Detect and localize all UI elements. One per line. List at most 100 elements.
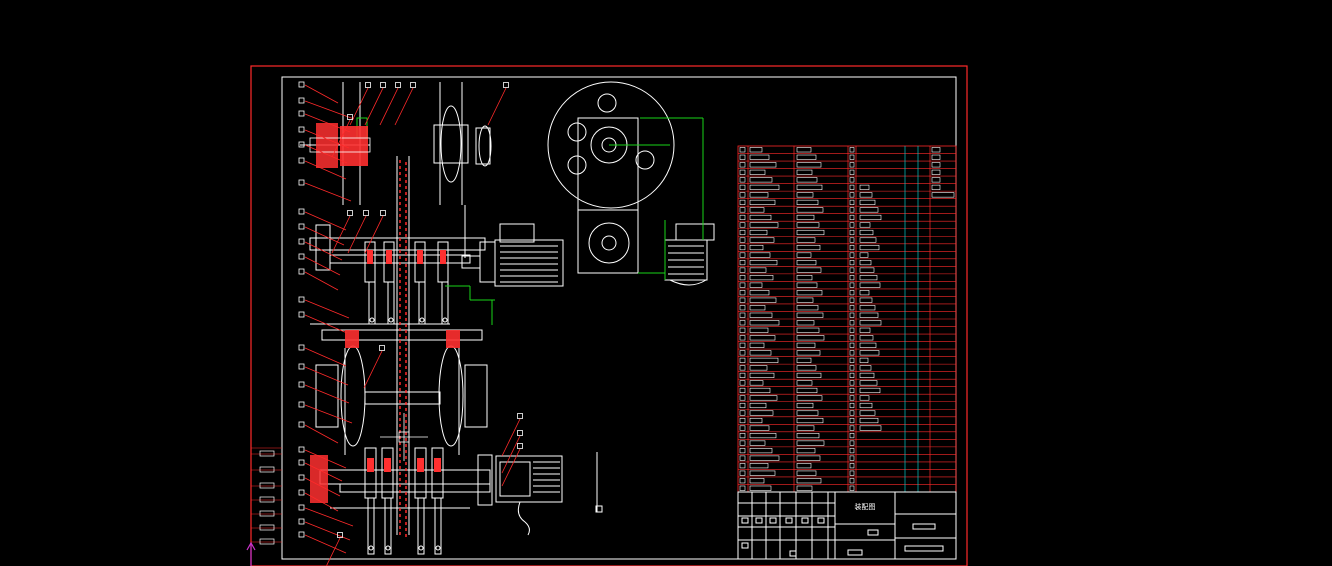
part-number-box (298, 179, 305, 186)
tb-cell (769, 517, 777, 524)
tb-cell (867, 529, 879, 536)
bom-cell (739, 463, 746, 469)
bom-cell (739, 222, 746, 228)
wheel-hole (567, 122, 587, 142)
side-motor-cap (675, 223, 715, 241)
lower-arm (414, 447, 427, 499)
rod-pin (419, 317, 425, 323)
leader-line (501, 418, 521, 457)
leader-line (304, 113, 351, 133)
bom-cell (749, 372, 775, 378)
bom-cell (749, 433, 777, 439)
part-number-box (347, 210, 353, 216)
bom-cell (739, 237, 746, 243)
bom-cell (739, 207, 746, 213)
part-number-box (298, 311, 305, 318)
lower-motor-body (495, 455, 563, 503)
bom-cell (739, 162, 746, 168)
bom-cell (859, 297, 873, 303)
bom-cell (849, 440, 855, 446)
part-number-box (298, 504, 305, 511)
hatched-collar (417, 458, 424, 472)
bom-cell (749, 184, 780, 190)
left-pulley-housing (315, 364, 339, 428)
bom-cell (796, 402, 814, 409)
rod-pin (369, 317, 375, 323)
part-number-box (298, 97, 305, 104)
large-wheel (547, 81, 675, 209)
bom-cell (849, 335, 855, 341)
leader-line (304, 241, 343, 261)
ucs-icon (246, 541, 256, 566)
bom-cell (796, 425, 815, 431)
margin-label (259, 450, 275, 457)
margin-label (259, 510, 275, 517)
title-block-border (737, 491, 957, 560)
part-number-box (410, 82, 416, 88)
bom-cell (859, 365, 872, 371)
bom-cell (749, 275, 774, 281)
bom-cell (849, 229, 855, 236)
bom-cell (749, 440, 766, 446)
bom-cell (749, 192, 769, 198)
bom-cell (739, 478, 746, 484)
bom-cell (749, 214, 772, 221)
bom-cell (739, 297, 746, 303)
lower-rod (434, 497, 442, 555)
bom-cell (749, 327, 769, 333)
bom-cell (849, 275, 855, 281)
bom-cell (849, 357, 855, 363)
bom-cell (931, 154, 941, 160)
margin-label (259, 466, 275, 473)
bom-cell (749, 199, 776, 205)
bom-cell (749, 463, 769, 469)
bom-cell (849, 244, 855, 251)
part-number-box (298, 126, 305, 133)
drawing-border-inner (281, 76, 957, 560)
tb-cell (847, 549, 863, 556)
part-number-box (395, 82, 401, 88)
bom-cell (749, 448, 773, 454)
bom-cell (796, 335, 825, 341)
bom-cell (796, 448, 816, 454)
bom-cell (849, 320, 855, 326)
bom-cell (796, 297, 814, 303)
bom-cell (859, 267, 875, 273)
leader-line (304, 449, 347, 469)
crosshair-icon (380, 413, 428, 461)
bom-cell (796, 169, 813, 175)
bom-cell (796, 357, 812, 363)
bom-cell (739, 169, 746, 175)
bom-cell (739, 485, 746, 491)
bom-cell (749, 260, 778, 266)
bracket-foot (595, 505, 603, 513)
bom-cell (739, 350, 746, 356)
bom-cell (739, 410, 746, 416)
bom-cell (931, 177, 941, 183)
lower-arm (364, 447, 377, 499)
bom-cell (849, 177, 855, 183)
part-number-box (298, 401, 305, 408)
leader-line (304, 347, 347, 367)
bom-cell (739, 147, 746, 153)
hatched-block (345, 330, 359, 348)
part-number-box (503, 82, 509, 88)
bom-cell (859, 199, 876, 205)
bom-cell (859, 350, 880, 356)
leader-line (347, 215, 367, 254)
part-number-box (298, 344, 305, 351)
bom-cell (796, 162, 822, 168)
bom-cell (749, 147, 763, 153)
leader-line (487, 87, 507, 126)
part-number-box (363, 210, 369, 216)
rod-pin (442, 317, 448, 323)
drawing-border-outer (250, 65, 968, 566)
bom-cell (849, 433, 855, 439)
leader-line (325, 537, 341, 566)
bom-cell (739, 267, 746, 273)
bom-cell (859, 387, 881, 394)
bom-cell (849, 297, 855, 303)
leader-line (304, 477, 341, 497)
